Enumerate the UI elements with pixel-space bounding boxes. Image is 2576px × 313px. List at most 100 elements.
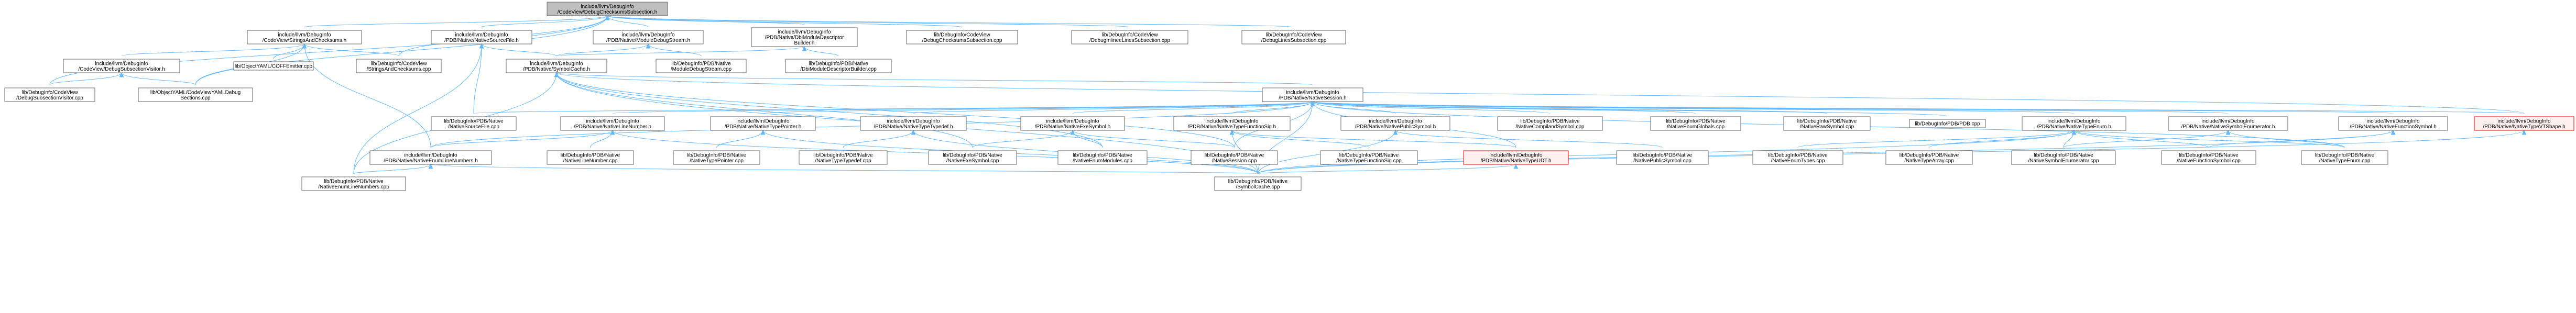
node-pdb-cpp[interactable]: lib/DebugInfo/PDB/PDB.cpp	[1909, 119, 1986, 128]
node-nta-cpp[interactable]: lib/DebugInfo/PDB/Native/NativeTypeArray…	[1885, 150, 1973, 165]
edge-arrowhead	[479, 43, 484, 49]
edge-strtab-to-root	[304, 15, 608, 28]
node-label: /StringsAndChecksums.cpp	[367, 66, 431, 72]
edge-ntt-cpp-to-ntt-h	[843, 130, 914, 148]
node-box	[431, 30, 532, 44]
node-label: /PDB/Native/DbiModuleDescriptor	[765, 35, 844, 41]
node-nsf-cpp[interactable]: lib/DebugInfo/PDB/Native/NativeSourceFil…	[431, 116, 517, 131]
node-nps-cpp[interactable]: lib/DebugInfo/PDB/Native/NativePublicSym…	[1616, 150, 1709, 165]
node-label: lib/DebugInfo/PDB/Native	[561, 152, 620, 158]
node-nse-h[interactable]: include/llvm/DebugInfo/PDB/Native/Native…	[2168, 116, 2288, 131]
node-nrs-cpp[interactable]: lib/DebugInfo/PDB/Native/NativeRawSymbol…	[1783, 116, 1871, 131]
edge-nln-h-to-session-h	[612, 101, 1313, 114]
node-dsv-h[interactable]: include/llvm/DebugInfo/CodeView/DebugSub…	[63, 59, 180, 73]
edge-arrowhead	[119, 72, 124, 77]
node-box	[4, 87, 95, 102]
node-yaml-cpp[interactable]: lib/ObjectYAML/CodeViewYAMLDebugSections…	[138, 87, 253, 102]
node-label: include/llvm/DebugInfo	[2366, 118, 2420, 124]
node-box	[593, 30, 704, 44]
node-sac-cpp[interactable]: lib/DebugInfo/CodeView/StringsAndChecksu…	[356, 59, 442, 73]
node-session-h[interactable]: include/llvm/DebugInfo/PDB/Native/Native…	[1262, 87, 1363, 102]
node-nsf-h[interactable]: include/llvm/DebugInfo/PDB/Native/Native…	[431, 30, 532, 44]
node-label: include/llvm/DebugInfo	[1489, 152, 1543, 158]
node-label: include/llvm/DebugInfo	[887, 118, 940, 124]
node-label: lib/DebugInfo/PDB/Native	[1073, 152, 1132, 158]
node-label: include/llvm/DebugInfo	[2047, 118, 2101, 124]
node-neln-h[interactable]: include/llvm/DebugInfo/PDB/Native/Native…	[369, 150, 492, 165]
node-nfs-cpp[interactable]: lib/DebugInfo/PDB/Native/NativeFunctionS…	[2161, 150, 2256, 165]
node-dls-cpp[interactable]: lib/DebugInfo/CodeView/DebugLinesSubsect…	[1241, 30, 1346, 44]
node-nes-cpp[interactable]: lib/DebugInfo/PDB/Native/NativeExeSymbol…	[928, 150, 1017, 165]
node-box	[710, 116, 816, 131]
edge-neg-cpp-to-session-h	[1312, 101, 1696, 114]
node-label: /NativeCompilandSymbol.cpp	[1515, 124, 1585, 130]
node-dcs-cpp[interactable]: lib/DebugInfo/CodeView/DebugChecksumsSub…	[906, 30, 1018, 44]
node-label: /PDB/Native/NativeTypePointer.h	[725, 124, 802, 130]
node-nfs-h[interactable]: include/llvm/DebugInfo/PDB/Native/Native…	[2338, 116, 2448, 131]
edge-symcache-cpp-to-ntudt-h	[1258, 164, 1516, 174]
node-mds-h[interactable]: include/llvm/DebugInfo/PDB/Native/Module…	[593, 30, 704, 44]
edge-symcache-h-to-mds-h	[556, 43, 649, 57]
edge-ntudt-h-to-ntfs-h	[1231, 130, 1516, 148]
edge-arrowhead	[911, 129, 916, 135]
edge-nte-cpp-to-nte-h	[2073, 130, 2345, 148]
node-label: /DebugLinesSubsection.cpp	[1261, 38, 1327, 43]
edge-sac-cpp-to-strtab	[304, 43, 399, 57]
node-label: /PDB/Native/NativeLineNumber.h	[574, 124, 651, 130]
node-ntfs-cpp[interactable]: lib/DebugInfo/PDB/Native/NativeTypeFunct…	[1320, 150, 1418, 165]
edge-dbimdb-cpp-to-dbimdb-h	[804, 46, 839, 57]
node-ntudt-h[interactable]: include/llvm/DebugInfo/PDB/Native/Native…	[1463, 150, 1569, 165]
node-box	[1320, 150, 1418, 165]
node-strtab[interactable]: include/llvm/DebugInfo/CodeView/StringsA…	[247, 30, 362, 44]
node-ntt-cpp[interactable]: lib/DebugInfo/PDB/Native/NativeTypeTyped…	[799, 150, 888, 165]
node-label: lib/DebugInfo/PDB/Native	[324, 178, 384, 184]
node-dsv-cpp[interactable]: lib/DebugInfo/CodeView/DebugSubsectionVi…	[4, 87, 95, 102]
node-neln-cpp[interactable]: lib/DebugInfo/PDB/Native/NativeEnumLineN…	[301, 176, 406, 191]
node-label: /PDB/Native/NativeTypeEnum.h	[2037, 124, 2111, 130]
node-label: /NativeTypeArray.cpp	[1904, 158, 1954, 164]
node-label: /NativeLineNumber.cpp	[563, 158, 618, 164]
node-ntvs-h[interactable]: include/llvm/DebugInfo/PDB/Native/Native…	[2474, 116, 2574, 131]
node-dbimdb-h[interactable]: include/llvm/DebugInfo/PDB/Native/DbiMod…	[751, 27, 858, 47]
node-label: /PDB/Native/NativeEnumLineNumbers.h	[384, 158, 478, 164]
node-net-cpp[interactable]: lib/DebugInfo/PDB/Native/NativeEnumTypes…	[1752, 150, 1843, 165]
edge-net-cpp-to-nte-h	[1797, 130, 2075, 148]
node-label: /ModuleDebugStream.cpp	[671, 66, 732, 72]
node-session-cpp[interactable]: lib/DebugInfo/PDB/Native/NativeSession.c…	[1191, 150, 1278, 165]
node-nps-h[interactable]: include/llvm/DebugInfo/PDB/Native/Native…	[1340, 116, 1450, 131]
node-ntt-h[interactable]: include/llvm/DebugInfo/PDB/Native/Native…	[860, 116, 967, 131]
node-box	[547, 150, 634, 165]
node-nte-cpp[interactable]: lib/DebugInfo/PDB/Native/NativeTypeEnum.…	[2301, 150, 2388, 165]
node-label: include/llvm/DebugInfo	[404, 152, 457, 158]
node-nes-h[interactable]: include/llvm/DebugInfo/PDB/Native/Native…	[1020, 116, 1125, 131]
node-root[interactable]: include/llvm/DebugInfo/CodeView/DebugChe…	[547, 2, 668, 16]
node-label: Builder.h	[794, 40, 815, 46]
node-label: include/llvm/DebugInfo	[1205, 118, 1259, 124]
edge-arrowhead	[554, 72, 559, 77]
node-symcache-h[interactable]: include/llvm/DebugInfo/PDB/Native/Symbol…	[506, 59, 607, 73]
node-nln-h[interactable]: include/llvm/DebugInfo/PDB/Native/Native…	[560, 116, 665, 131]
node-ntp-h[interactable]: include/llvm/DebugInfo/PDB/Native/Native…	[710, 116, 816, 131]
edge-nsf-cpp-to-session-h	[473, 101, 1313, 114]
node-ntfs-h[interactable]: include/llvm/DebugInfo/PDB/Native/Native…	[1173, 116, 1291, 131]
node-box	[1241, 30, 1346, 44]
node-label: /NativeTypeEnum.cpp	[2319, 158, 2371, 164]
node-dils-cpp[interactable]: lib/DebugInfo/CodeView/DebugInlineeLines…	[1071, 30, 1188, 44]
node-coffemit[interactable]: lib/ObjectYAML/COFFEmitter.cpp	[233, 61, 314, 71]
node-dbimdb-cpp[interactable]: lib/DebugInfo/PDB/Native/DbiModuleDescri…	[785, 59, 892, 73]
edge-nsf-h-to-root	[481, 15, 608, 28]
node-neg-cpp[interactable]: lib/DebugInfo/PDB/Native/NativeEnumGloba…	[1650, 116, 1741, 131]
node-label: include/llvm/DebugInfo	[1286, 90, 1339, 95]
edge-ntp-h-to-session-h	[762, 101, 1313, 114]
node-mds-cpp[interactable]: lib/DebugInfo/PDB/Native/ModuleDebugStre…	[656, 59, 747, 73]
node-ncs-cpp[interactable]: lib/DebugInfo/PDB/Native/NativeCompiland…	[1497, 116, 1603, 131]
node-label: /DebugSubsectionVisitor.cpp	[16, 95, 83, 101]
node-ntp-cpp[interactable]: lib/DebugInfo/PDB/Native/NativeTypePoint…	[673, 150, 760, 165]
node-symcache-cpp[interactable]: lib/DebugInfo/PDB/Native/SymbolCache.cpp	[1214, 176, 1302, 191]
node-nln-cpp[interactable]: lib/DebugInfo/PDB/Native/NativeLineNumbe…	[547, 150, 634, 165]
node-nem-cpp[interactable]: lib/DebugInfo/PDB/Native/NativeEnumModul…	[1057, 150, 1148, 165]
node-label: /NativeTypePointer.cpp	[690, 158, 744, 164]
node-nse-cpp[interactable]: lib/DebugInfo/PDB/Native/NativeSymbolEnu…	[2011, 150, 2116, 165]
node-nte-h[interactable]: include/llvm/DebugInfo/PDB/Native/Native…	[2022, 116, 2126, 131]
node-box	[673, 150, 760, 165]
